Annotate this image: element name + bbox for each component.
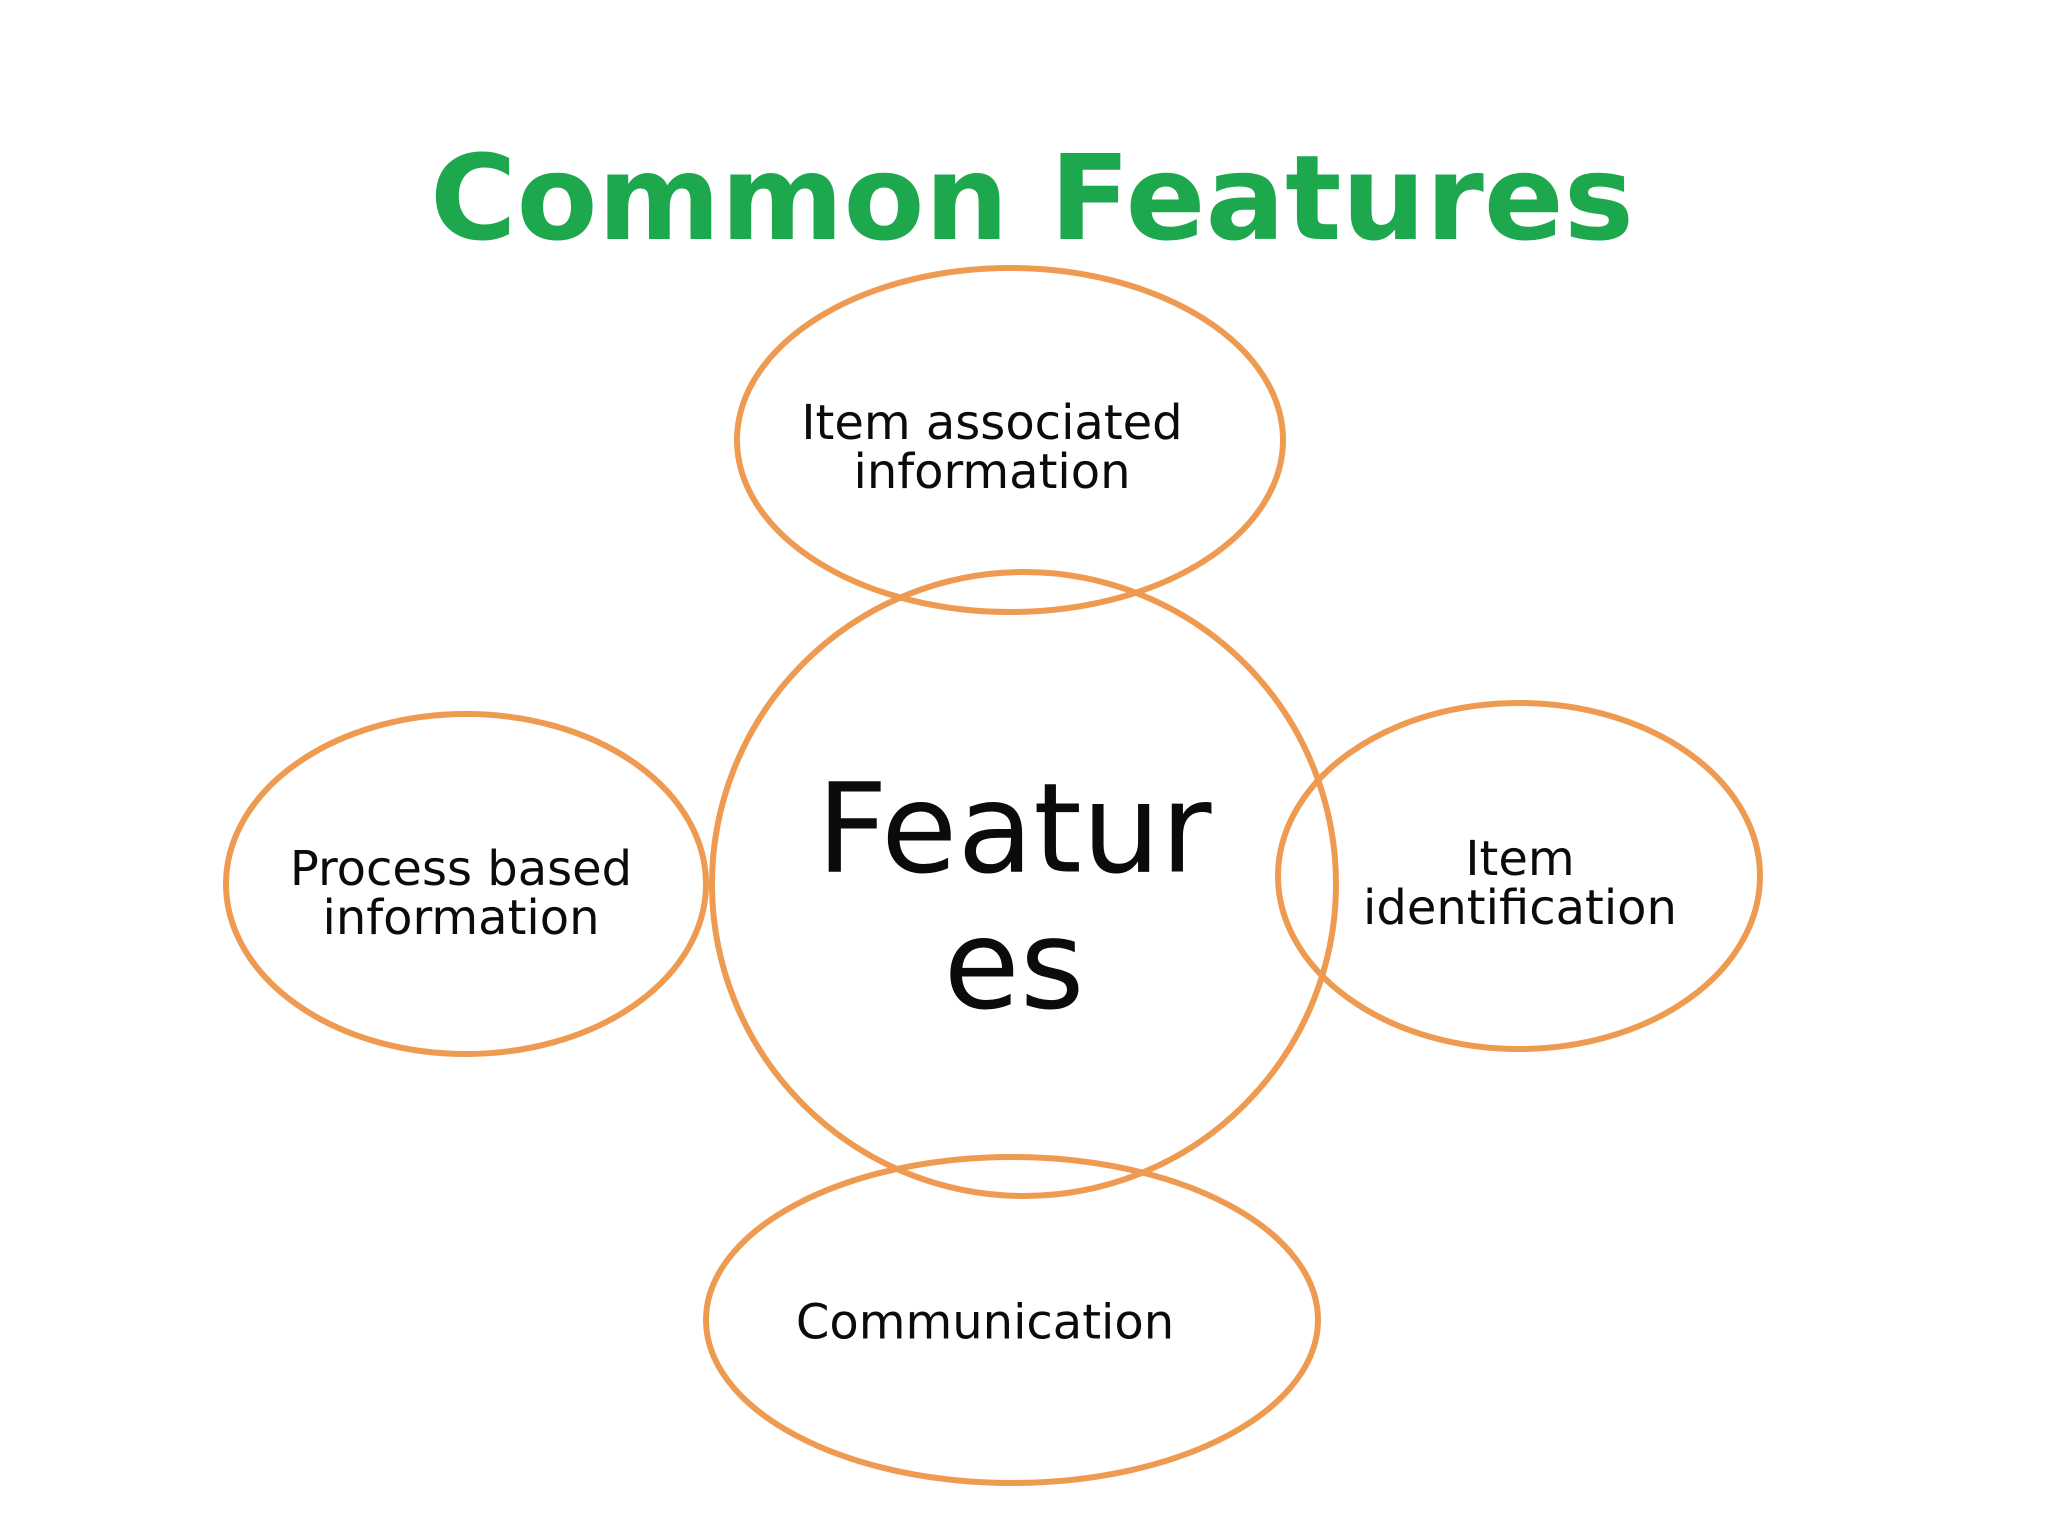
right-ellipse-shape [1275,700,1763,1052]
right-node-label: Item identification [1363,835,1677,933]
top-node-line-2: information [853,444,1131,500]
left-node-line-2: information [322,890,600,946]
left-ellipse-shape [223,711,709,1057]
bottom-node-label: Communication [795,1294,1175,1351]
slide-title: Common Features [429,129,1635,267]
top-node-line-1: Item associated [801,395,1183,452]
center-node-label: Featur es [816,757,1212,1038]
bottom-node-line-1: Communication [795,1294,1175,1351]
top-node-label: Item associated information [801,399,1182,497]
left-node-line-1: Process based [289,841,633,898]
bottom-ellipse-shape [703,1154,1321,1486]
right-node-line-2: identification [1363,880,1677,936]
center-node-line-2: es [943,894,1085,1038]
left-node-label: Process based information [290,845,632,943]
top-ellipse-shape [734,265,1286,615]
center-circle-shape [709,569,1339,1199]
center-node-line-1: Featur [816,757,1212,902]
right-node-line-1: Item [1465,831,1575,888]
